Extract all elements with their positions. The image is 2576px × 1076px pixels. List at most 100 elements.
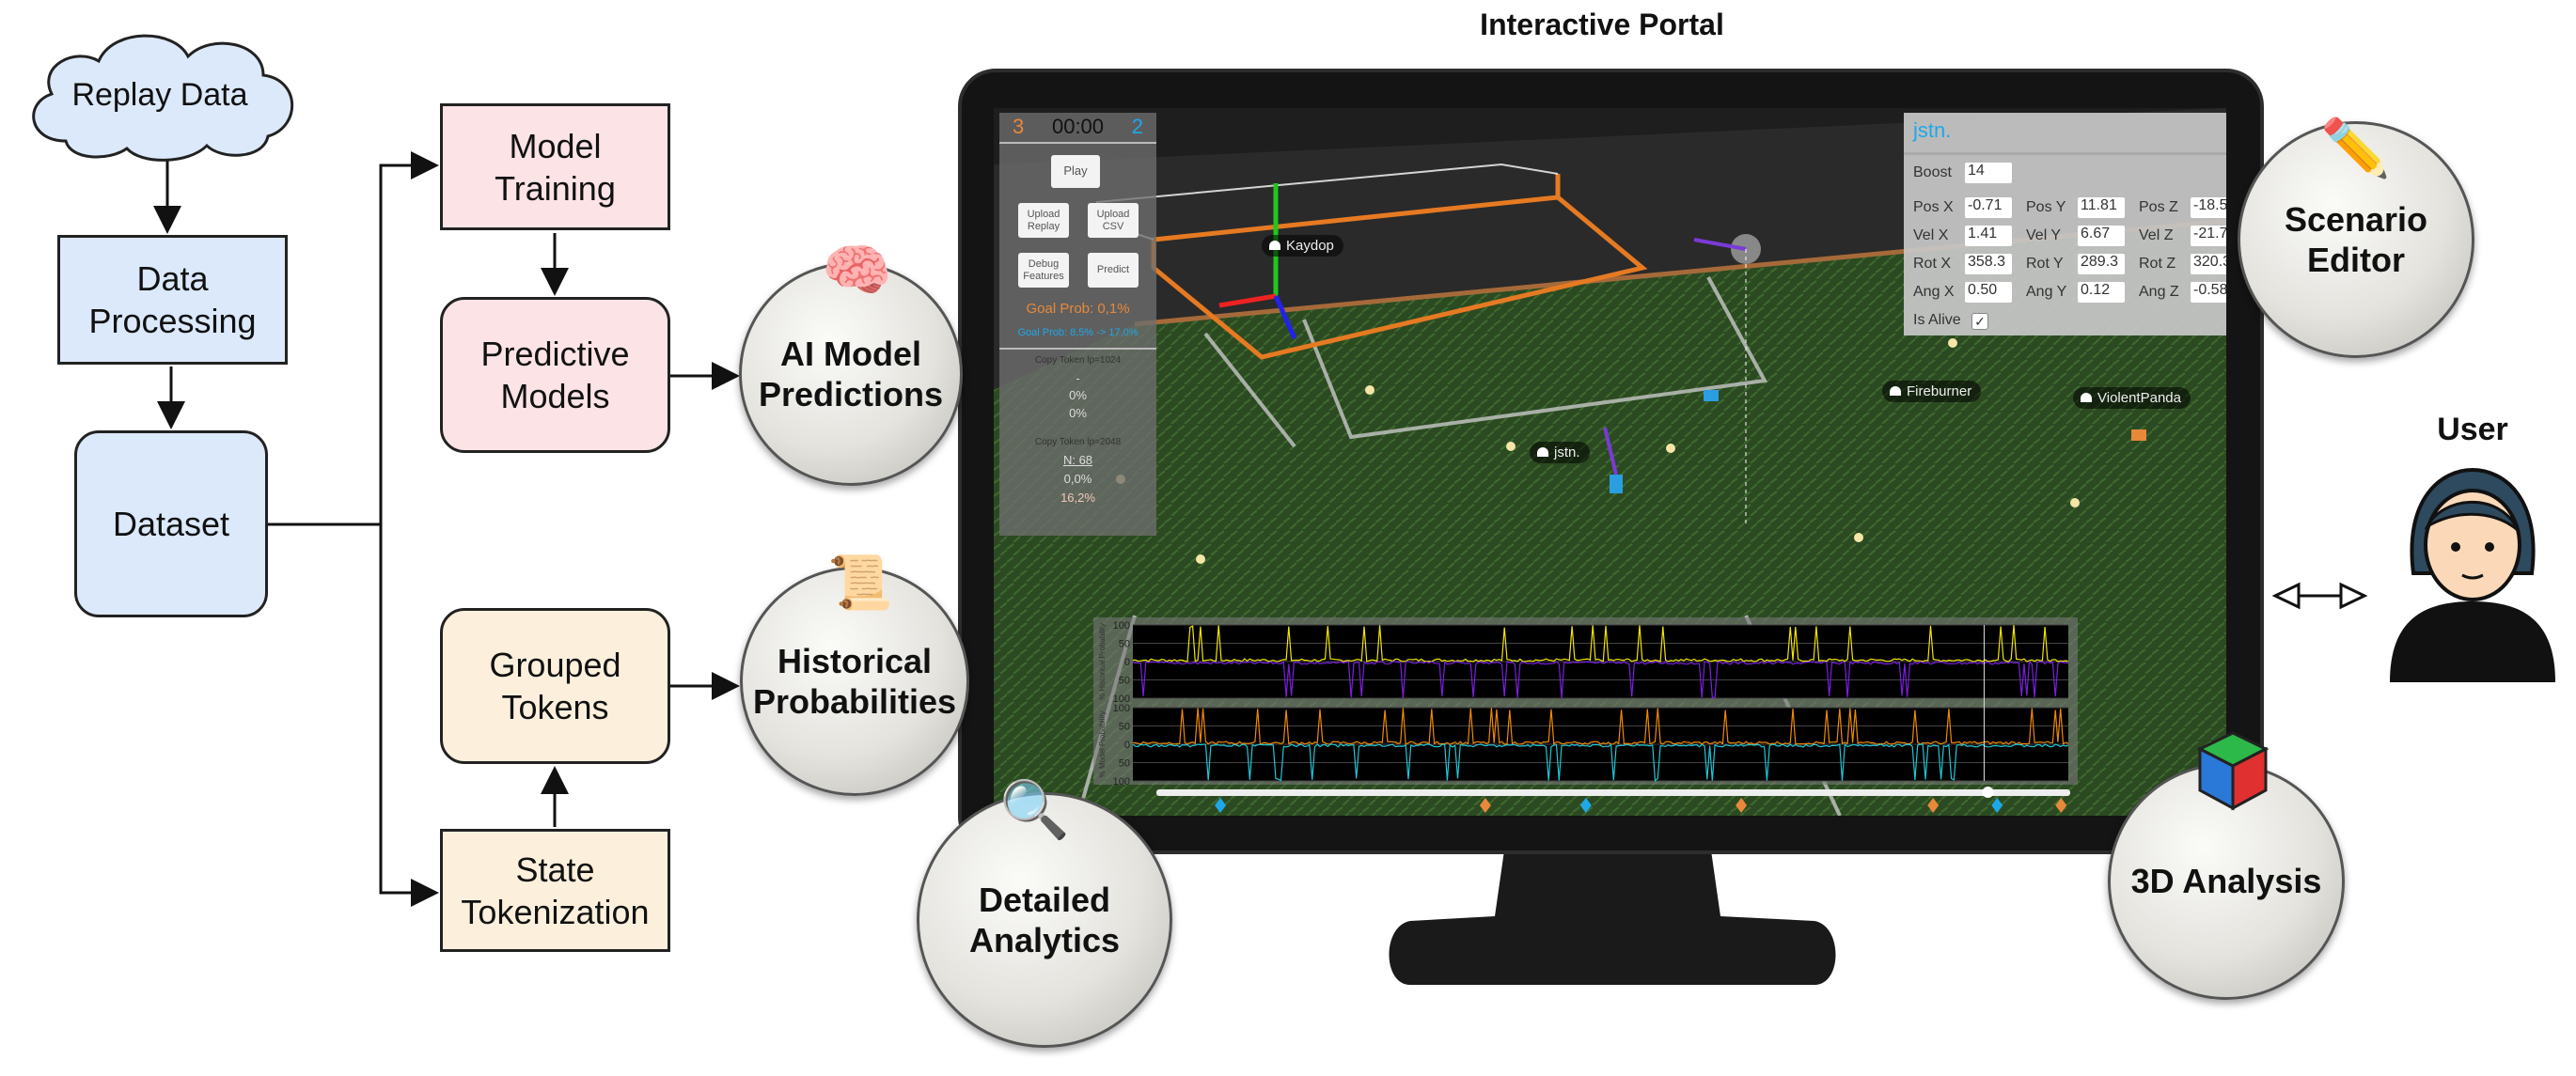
player-tag-violentpanda[interactable]: ViolentPanda bbox=[2073, 387, 2191, 409]
field-label: Ang X bbox=[1913, 284, 1955, 300]
timeline-track bbox=[1156, 789, 2070, 796]
inspector-player-name: jstn. bbox=[1904, 113, 2226, 155]
brain-icon: 🧠 bbox=[822, 239, 892, 302]
y-tick-label: 50 bbox=[1119, 639, 1130, 650]
copy-token-2048-label: Copy Token lp=2048 bbox=[1034, 437, 1122, 447]
copy-token-1024-label: Copy Token lp=1024 bbox=[1034, 355, 1122, 366]
y-tick-label: 0 bbox=[1124, 740, 1130, 751]
score-orange: 3 bbox=[1013, 115, 1025, 138]
goal-marker-orange bbox=[1927, 798, 1940, 813]
analytics-label-2: Analytics bbox=[968, 921, 1121, 959]
y-tick-label: 50 bbox=[1119, 722, 1130, 733]
cloud-shape bbox=[32, 34, 294, 162]
goal-marker-orange bbox=[1479, 798, 1491, 813]
copy-token-2048-v1: 0,0% bbox=[1063, 472, 1092, 486]
field-value[interactable]: 6.67 bbox=[2078, 226, 2125, 246]
hist-label-2: Probabilities bbox=[752, 682, 957, 721]
y-tick-label: 50 bbox=[1119, 758, 1130, 770]
player-tag-fireburner[interactable]: Fireburner bbox=[1882, 381, 1982, 402]
portal-screen: Kaydop Fireburner jstn. ViolentPanda 3 0… bbox=[994, 108, 2226, 816]
user-label: User bbox=[2437, 412, 2508, 447]
field-label: Rot X bbox=[1913, 256, 1952, 272]
replay-data-cloud: Replay Data bbox=[71, 77, 248, 113]
field-value[interactable]: -0.71 bbox=[1965, 197, 2012, 218]
probability-charts: 100 50 0 50 100 % Historical Probability 100 50… bbox=[1098, 620, 2069, 788]
player-tag-kaydop[interactable]: Kaydop bbox=[1262, 235, 1343, 257]
boost-field[interactable]: 14 bbox=[1965, 163, 2012, 183]
3d-analysis-circle: 3D Analysis bbox=[2108, 731, 2345, 1000]
y-tick-label: 100 bbox=[1113, 694, 1130, 705]
predict-button[interactable]: Predict bbox=[1088, 253, 1139, 288]
field-label: Vel X bbox=[1913, 227, 1949, 243]
field-value[interactable]: 0.12 bbox=[2078, 282, 2125, 303]
field-value[interactable]: 11.81 bbox=[2078, 197, 2125, 218]
upload-replay-button[interactable]: Upload Replay bbox=[1018, 203, 1069, 238]
field-value[interactable]: 358.3 bbox=[1965, 254, 2012, 274]
model-training-box: Model Training bbox=[440, 103, 670, 230]
upload-csv-button[interactable]: Upload CSV bbox=[1088, 203, 1139, 238]
scroll-icon: 📜 bbox=[827, 553, 893, 612]
goal-marker-blue bbox=[1991, 798, 2003, 813]
pencil-icon: ✏️ bbox=[2320, 117, 2391, 179]
field-label: Pos Z bbox=[2139, 199, 2178, 215]
field-value[interactable]: 1.41 bbox=[1965, 226, 2012, 246]
goal-marker-blue bbox=[1579, 798, 1592, 813]
y-tick-label: 100 bbox=[1113, 776, 1130, 785]
goal-marker-orange bbox=[1736, 798, 1748, 813]
ai-label-2: Predictions bbox=[758, 375, 944, 413]
copy-token-2048-n[interactable]: N: 68 bbox=[1062, 453, 1093, 467]
field-label: Vel Y bbox=[2026, 227, 2062, 243]
field-value[interactable]: 0.50 bbox=[1965, 282, 2012, 303]
debug-features-button[interactable]: Debug Features bbox=[1018, 253, 1069, 288]
user-avatar-icon bbox=[2390, 467, 2555, 682]
field-label: Pos X bbox=[1913, 199, 1954, 215]
series-line-blue-team bbox=[1132, 742, 2069, 782]
field-value[interactable]: 289.3 bbox=[2078, 254, 2125, 274]
series-line-orange-team bbox=[1132, 708, 2069, 745]
field-label: Vel Z bbox=[2139, 227, 2174, 243]
field-label: Rot Z bbox=[2139, 256, 2176, 272]
control-panel: 3 00:00 2 Play Upload Replay Upload CSV … bbox=[999, 113, 1156, 536]
field-label: Rot Y bbox=[2026, 256, 2064, 272]
y-axis-label: % Model Probability bbox=[1098, 711, 1107, 778]
series-line-blue-team bbox=[1132, 660, 2069, 699]
scenario-label-2: Editor bbox=[2306, 241, 2405, 279]
y-axis-label: % Historical Probability bbox=[1098, 623, 1107, 700]
state-tokenization-box: State Tokenization bbox=[440, 829, 670, 952]
copy-token-2048-v2: 16,2% bbox=[1060, 491, 1095, 505]
field-value[interactable]: -21.71 bbox=[2191, 226, 2226, 246]
goal-prob-orange: Goal Prob: 0,1% bbox=[1026, 301, 1130, 317]
y-tick-label: 100 bbox=[1113, 620, 1130, 632]
magnifier-chart-icon: 🔍 bbox=[999, 778, 1070, 841]
grouped-tokens-box: Grouped Tokens bbox=[440, 608, 670, 764]
hist-label-1: Historical bbox=[777, 641, 933, 680]
analytics-label-1: Detailed bbox=[978, 880, 1111, 919]
player-tag-jstn[interactable]: jstn. bbox=[1530, 442, 1590, 463]
copy-token-1024-v2: 0% bbox=[1069, 406, 1087, 420]
play-button[interactable]: Play bbox=[1051, 155, 1100, 188]
charts-panel: 100 50 0 50 100 % Historical Probability 100 50… bbox=[1093, 617, 2078, 788]
y-tick-label: 50 bbox=[1119, 676, 1130, 687]
field-value[interactable]: 320.3 bbox=[2191, 254, 2226, 274]
scenario-label-1: Scenario bbox=[2284, 199, 2428, 239]
field-value[interactable]: -0.58 bbox=[2191, 282, 2226, 303]
y-tick-label: 0 bbox=[1124, 657, 1130, 668]
cube-icon bbox=[2196, 731, 2270, 811]
is-alive-checkbox[interactable]: ✓ bbox=[1971, 313, 1988, 330]
y-tick-label: 100 bbox=[1113, 703, 1130, 714]
data-processing-box: Data Processing bbox=[57, 235, 288, 365]
field-value[interactable]: -18.51 bbox=[2191, 197, 2226, 218]
timeline-slider[interactable] bbox=[1154, 787, 2076, 816]
copy-token-1024-n: - bbox=[1076, 371, 1080, 385]
portal-title: Interactive Portal bbox=[1480, 8, 1724, 41]
3d-analysis-label: 3D Analysis bbox=[2130, 862, 2322, 901]
goal-marker-orange bbox=[2055, 798, 2067, 813]
goal-marker-blue bbox=[1215, 798, 1227, 813]
ai-label-1: AI Model bbox=[780, 334, 921, 373]
field-label: Pos Y bbox=[2026, 199, 2066, 215]
